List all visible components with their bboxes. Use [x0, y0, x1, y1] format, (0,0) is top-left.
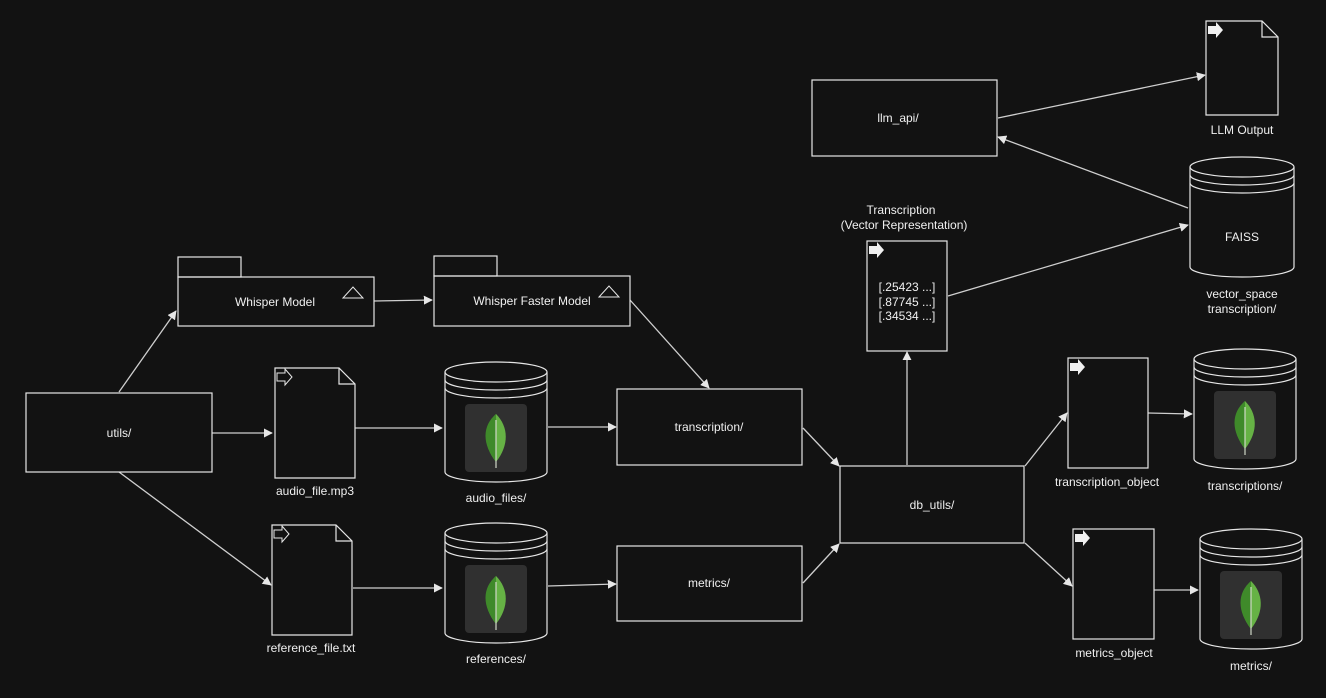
- edge-dbutils-transcription-object: [1024, 412, 1068, 467]
- arrow-right-icon: [1208, 22, 1223, 38]
- mongodb-leaf-icon: [1234, 401, 1255, 455]
- arrow-right-icon: [869, 242, 884, 258]
- edge-llmapi-output: [997, 72, 1206, 119]
- llm-output-label: LLM Output: [1211, 123, 1274, 137]
- faiss-database[interactable]: FAISS vector_space transcription/: [1189, 156, 1295, 316]
- edge-utils-whisper: [118, 310, 177, 393]
- vector-space-label-1: vector_space: [1206, 287, 1278, 301]
- whisper-model-label: Whisper Model: [235, 295, 315, 309]
- references-label: references/: [466, 652, 527, 666]
- faiss-label: FAISS: [1225, 230, 1259, 244]
- whisper-faster-model-label: Whisper Faster Model: [473, 294, 590, 308]
- vector-value-3: [.34534 ...]: [879, 309, 936, 323]
- arrow-right-icon: [1070, 359, 1085, 375]
- edge-whisper-faster: [373, 295, 433, 305]
- arrow-right-icon: [1075, 530, 1090, 546]
- edge-metrics-dbutils: [802, 543, 840, 584]
- mongodb-leaf-icon: [485, 414, 506, 468]
- audio-files-label: audio_files/: [466, 491, 527, 505]
- transcriptions-label: transcriptions/: [1208, 479, 1283, 493]
- edge-dbutils-metrics-object: [1024, 542, 1073, 587]
- utils-label: utils/: [107, 426, 132, 440]
- reference-file-label: reference_file.txt: [267, 641, 356, 655]
- references-database[interactable]: references/: [444, 522, 548, 666]
- arrow-right-icon: [273, 524, 290, 544]
- db-utils-label: db_utils/: [910, 498, 955, 512]
- vector-representation-document[interactable]: [.25423 ...] [.87745 ...] [.34534 ...]: [866, 240, 948, 352]
- edge-faster-transcription: [629, 299, 710, 389]
- db-utils-box[interactable]: db_utils/: [839, 465, 1025, 544]
- metrics-box[interactable]: metrics/: [616, 545, 803, 622]
- metrics-object-label: metrics_object: [1075, 646, 1153, 660]
- utils-box[interactable]: utils/: [25, 392, 213, 473]
- edges: [118, 72, 1206, 595]
- audio-files-database[interactable]: audio_files/: [444, 361, 548, 505]
- vector-value-2: [.87745 ...]: [879, 295, 936, 309]
- metrics-label: metrics/: [688, 576, 731, 590]
- arrow-right-icon: [276, 367, 293, 387]
- transcription-object-document[interactable]: transcription_object: [1055, 357, 1160, 489]
- edge-faiss-llmapi: [997, 135, 1189, 209]
- mongodb-leaf-icon: [485, 576, 506, 630]
- audio-file-label: audio_file.mp3: [276, 484, 354, 498]
- vector-title-line-1: Transcription: [867, 203, 936, 217]
- llm-output-document[interactable]: LLM Output: [1205, 20, 1279, 137]
- edge-vector-faiss: [947, 222, 1189, 297]
- package-collapse-icon: [341, 286, 365, 299]
- transcription-label: transcription/: [675, 420, 744, 434]
- metrics-database[interactable]: metrics/: [1199, 528, 1303, 673]
- vector-value-1: [.25423 ...]: [879, 280, 936, 294]
- llm-api-label: llm_api/: [877, 111, 919, 125]
- metrics-object-document[interactable]: metrics_object: [1072, 528, 1155, 660]
- mongodb-leaf-icon: [1240, 581, 1261, 635]
- transcription-object-label: transcription_object: [1055, 475, 1160, 489]
- llm-api-box[interactable]: llm_api/: [811, 79, 998, 157]
- edge-transcription-object-db: [1147, 409, 1193, 419]
- transcription-box[interactable]: transcription/: [616, 388, 803, 466]
- whisper-model-package[interactable]: Whisper Model: [177, 256, 375, 327]
- vector-title-line-2: (Vector Representation): [841, 218, 968, 232]
- metrics-db-label: metrics/: [1230, 659, 1273, 673]
- vector-space-label-2: transcription/: [1208, 302, 1277, 316]
- edge-transcription-dbutils: [802, 427, 840, 467]
- transcriptions-database[interactable]: transcriptions/: [1193, 348, 1297, 493]
- reference-file-document[interactable]: reference_file.txt: [267, 524, 356, 655]
- package-collapse-icon: [597, 285, 621, 298]
- audio-file-document[interactable]: audio_file.mp3: [274, 367, 356, 498]
- edge-references-metrics: [547, 579, 617, 589]
- whisper-faster-model-package[interactable]: Whisper Faster Model: [433, 255, 631, 327]
- edge-utils-reference-file: [118, 471, 272, 586]
